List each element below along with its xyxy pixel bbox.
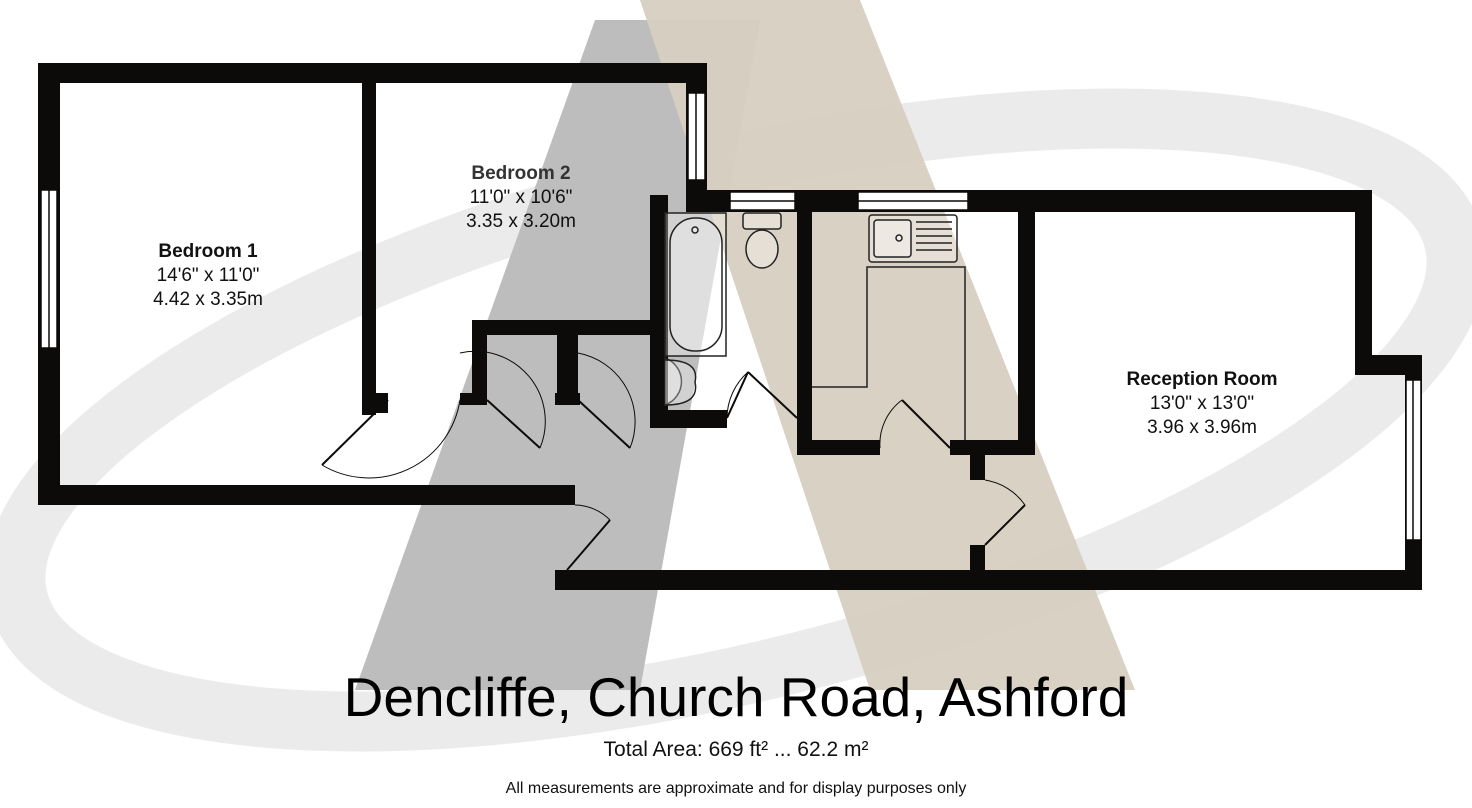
room-size-metric: 4.42 x 3.35m bbox=[153, 289, 263, 310]
fixtures bbox=[664, 212, 966, 440]
doors bbox=[321, 350, 1026, 571]
room-name: Reception Room bbox=[1126, 369, 1278, 390]
basin bbox=[664, 356, 683, 407]
room-size-imperial: 14'6" x 11'0" bbox=[156, 265, 260, 286]
kitchen-worktop bbox=[812, 266, 966, 440]
total-area: Total Area: 669 ft² ... 62.2 m² bbox=[603, 738, 869, 761]
room-label-bedroom-1: Bedroom 1 14'6" x 11'0" 4.42 x 3.35m bbox=[98, 240, 318, 312]
room-size-metric: 3.96 x 3.96m bbox=[1147, 417, 1257, 438]
windows bbox=[40, 92, 1422, 541]
room-name: Bedroom 1 bbox=[158, 241, 258, 262]
toilet bbox=[742, 212, 782, 230]
room-size-imperial: 11'0" x 10'6" bbox=[469, 187, 573, 208]
room-label-reception-room: Reception Room 13'0" x 13'0" 3.96 x 3.96… bbox=[1092, 368, 1312, 440]
bathtub bbox=[664, 212, 727, 357]
room-name: Bedroom 2 bbox=[471, 163, 571, 184]
disclaimer: All measurements are approximate and for… bbox=[505, 780, 967, 797]
room-label-bedroom-2: Bedroom 2 11'0" x 10'6" 3.35 x 3.20m bbox=[411, 162, 631, 234]
property-address: Dencliffe, Church Road, Ashford bbox=[343, 666, 1129, 728]
room-size-metric: 3.35 x 3.20m bbox=[466, 211, 576, 232]
room-size-imperial: 13'0" x 13'0" bbox=[1149, 393, 1255, 414]
